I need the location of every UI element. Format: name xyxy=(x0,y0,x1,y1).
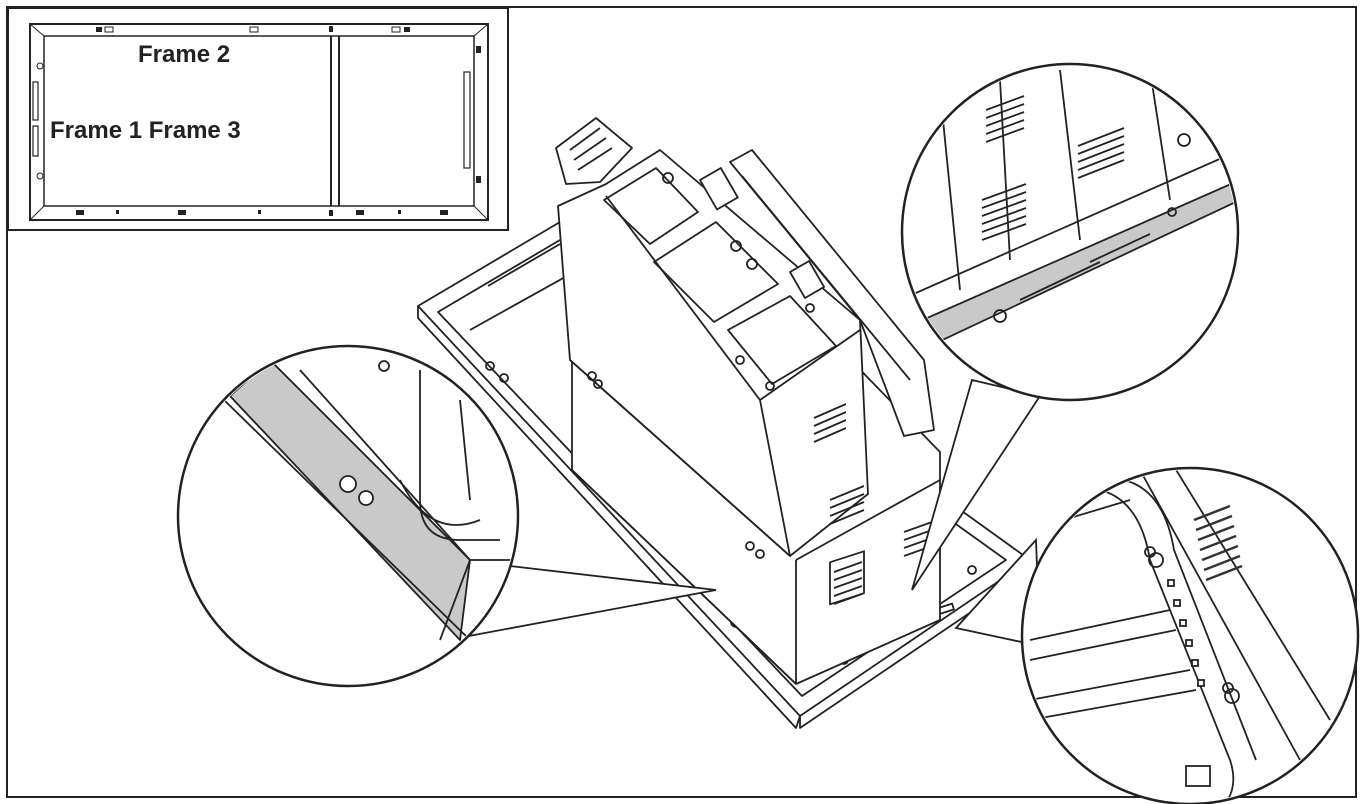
vent-grill-detail-3 xyxy=(981,183,1027,241)
vent-grill-lower-left xyxy=(829,550,865,606)
frame-1-frame-3-label: Frame 1 Frame 3 xyxy=(50,117,241,144)
vent-grill-detail-1 xyxy=(985,95,1025,143)
diagram-border xyxy=(6,6,1357,798)
frame-layout-inset: Frame 2 Frame 1 Frame 3 xyxy=(7,7,509,231)
detail-view-bottom-right xyxy=(954,466,1360,804)
vent-grill-detail-2 xyxy=(1077,127,1125,179)
main-assembly xyxy=(417,117,1031,729)
detail-view-top-right xyxy=(900,62,1240,591)
vent-grill-upper-1 xyxy=(813,403,847,443)
frame-2-label: Frame 2 xyxy=(138,41,230,68)
detail-view-left xyxy=(176,344,717,688)
vent-grill-upper-2 xyxy=(829,485,865,525)
